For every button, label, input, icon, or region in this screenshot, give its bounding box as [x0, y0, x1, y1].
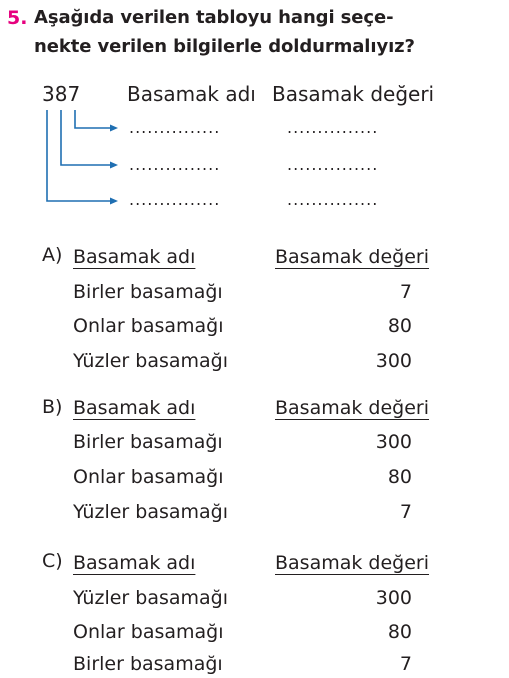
option-a-header-value: Basamak değeri — [275, 246, 430, 268]
option-a-letter[interactable]: A) — [42, 244, 63, 266]
option-c-row-2-value: 80 — [387, 621, 412, 643]
option-c-letter[interactable]: C) — [42, 550, 63, 572]
table-header-name: Basamak adı — [127, 82, 256, 106]
blank-value-2: ............... — [287, 155, 379, 174]
option-b-letter[interactable]: B) — [42, 396, 63, 418]
blank-name-1: ............... — [129, 118, 221, 137]
option-c-row-1-name: Yüzler basamağı — [73, 587, 228, 609]
tens-arrow — [60, 110, 118, 169]
option-b-row-3-value: 7 — [399, 501, 412, 523]
option-a-header-name: Basamak adı — [73, 246, 196, 268]
option-b-row-2-name: Onlar basamağı — [73, 466, 224, 488]
option-a-row-1-value: 7 — [399, 281, 412, 303]
ones-arrow — [74, 110, 118, 132]
option-b-header-name: Basamak adı — [73, 397, 196, 419]
option-c-row-3-name: Birler basamağı — [73, 653, 223, 675]
option-b-row-2-value: 80 — [387, 466, 412, 488]
blank-value-1: ............... — [287, 118, 379, 137]
option-b-row-1-name: Birler basamağı — [73, 431, 223, 453]
option-a-row-1-name: Birler basamağı — [73, 281, 223, 303]
number-387: 387 — [42, 82, 81, 106]
option-b-header-value: Basamak değeri — [275, 397, 430, 419]
option-a-row-2-name: Onlar basamağı — [73, 315, 224, 337]
question-number: 5. — [7, 7, 28, 29]
option-b-row-3-name: Yüzler basamağı — [73, 501, 228, 523]
option-a-row-3-value: 300 — [375, 350, 412, 372]
option-a-row-3-name: Yüzler basamağı — [73, 350, 228, 372]
table-header-value: Basamak değeri — [272, 82, 435, 106]
blank-name-3: ............... — [129, 190, 221, 209]
blank-value-3: ............... — [287, 190, 379, 209]
question-text-line-2: nekte verilen bilgilerle doldurmalıyız? — [34, 36, 415, 57]
option-c-row-2-name: Onlar basamağı — [73, 621, 224, 643]
question-text-line-1: Aşağıda verilen tabloyu hangi seçe- — [34, 7, 394, 28]
blank-name-2: ............... — [129, 155, 221, 174]
option-c-header-value: Basamak değeri — [275, 552, 430, 574]
option-c-row-1-value: 300 — [375, 587, 412, 609]
hundreds-arrow — [46, 110, 118, 205]
option-c-row-3-value: 7 — [399, 653, 412, 675]
option-b-row-1-value: 300 — [375, 431, 412, 453]
option-c-header-name: Basamak adı — [73, 552, 196, 574]
option-a-row-2-value: 80 — [387, 315, 412, 337]
